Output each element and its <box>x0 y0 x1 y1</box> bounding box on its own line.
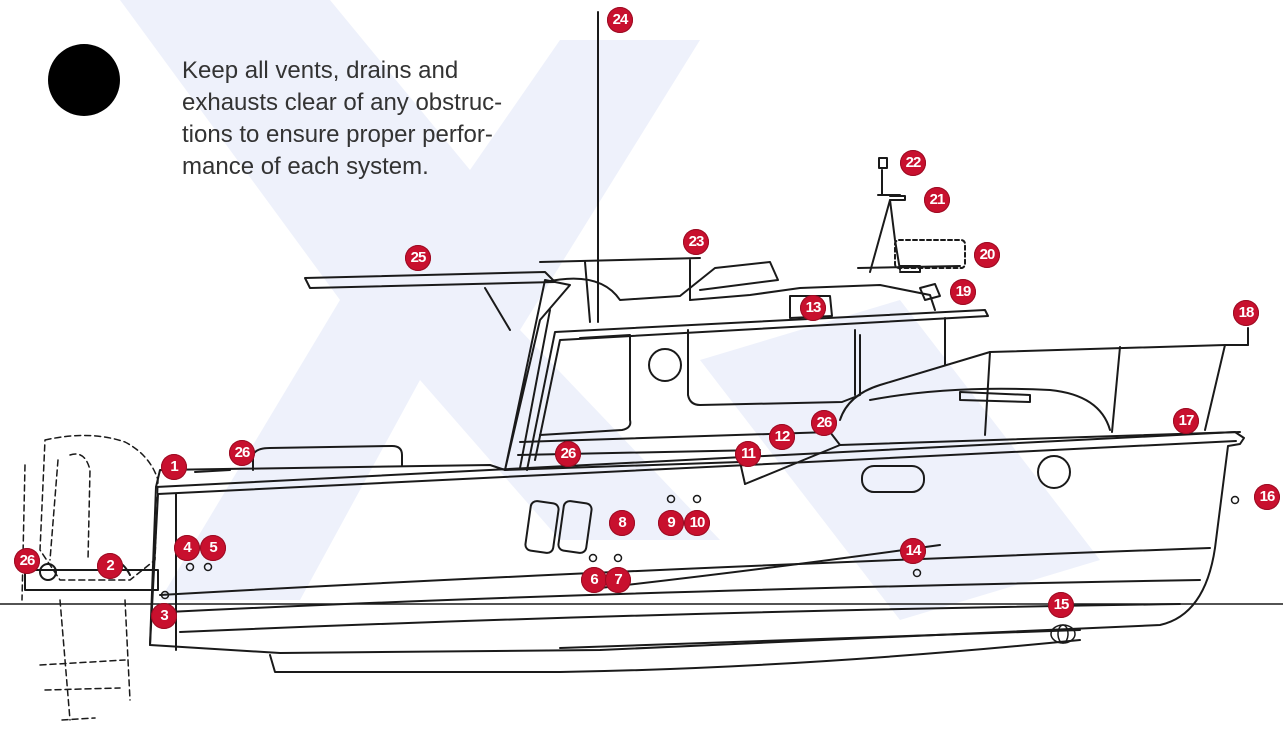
callout-16: 16 <box>1254 484 1280 510</box>
callout-26: 26 <box>14 548 40 574</box>
callout-11: 11 <box>735 441 761 467</box>
callout-18: 18 <box>1233 300 1259 326</box>
cabin <box>155 279 1241 488</box>
callout-4: 4 <box>174 535 200 561</box>
callout-3: 3 <box>151 603 177 629</box>
bullet-icon <box>48 44 120 116</box>
callout-17: 17 <box>1173 408 1199 434</box>
callout-26: 26 <box>229 440 255 466</box>
callout-6: 6 <box>581 567 607 593</box>
vent-instruction-text: Keep all vents, drains and exhausts clea… <box>182 57 503 180</box>
callout-23: 23 <box>683 229 709 255</box>
callout-19: 19 <box>950 279 976 305</box>
callout-20: 20 <box>974 242 1000 268</box>
callout-13: 13 <box>800 295 826 321</box>
equipment-box-dashed <box>894 239 966 269</box>
callout-14: 14 <box>900 538 926 564</box>
callout-9: 9 <box>658 510 684 536</box>
callout-24: 24 <box>607 7 633 33</box>
outboard-engine <box>21 434 159 721</box>
callout-12: 12 <box>769 424 795 450</box>
vent-circles <box>160 494 1240 644</box>
callout-15: 15 <box>1048 592 1074 618</box>
bow-rail <box>839 327 1249 436</box>
callout-22: 22 <box>900 150 926 176</box>
callout-5: 5 <box>200 535 226 561</box>
hardtop <box>304 157 961 331</box>
callout-21: 21 <box>924 187 950 213</box>
callout-25: 25 <box>405 245 431 271</box>
callout-7: 7 <box>605 567 631 593</box>
callout-2: 2 <box>97 553 123 579</box>
callout-1: 1 <box>161 454 187 480</box>
callout-26: 26 <box>555 441 581 467</box>
hull-windows <box>524 348 1071 554</box>
callout-26: 26 <box>811 410 837 436</box>
callout-10: 10 <box>684 510 710 536</box>
callout-8: 8 <box>609 510 635 536</box>
